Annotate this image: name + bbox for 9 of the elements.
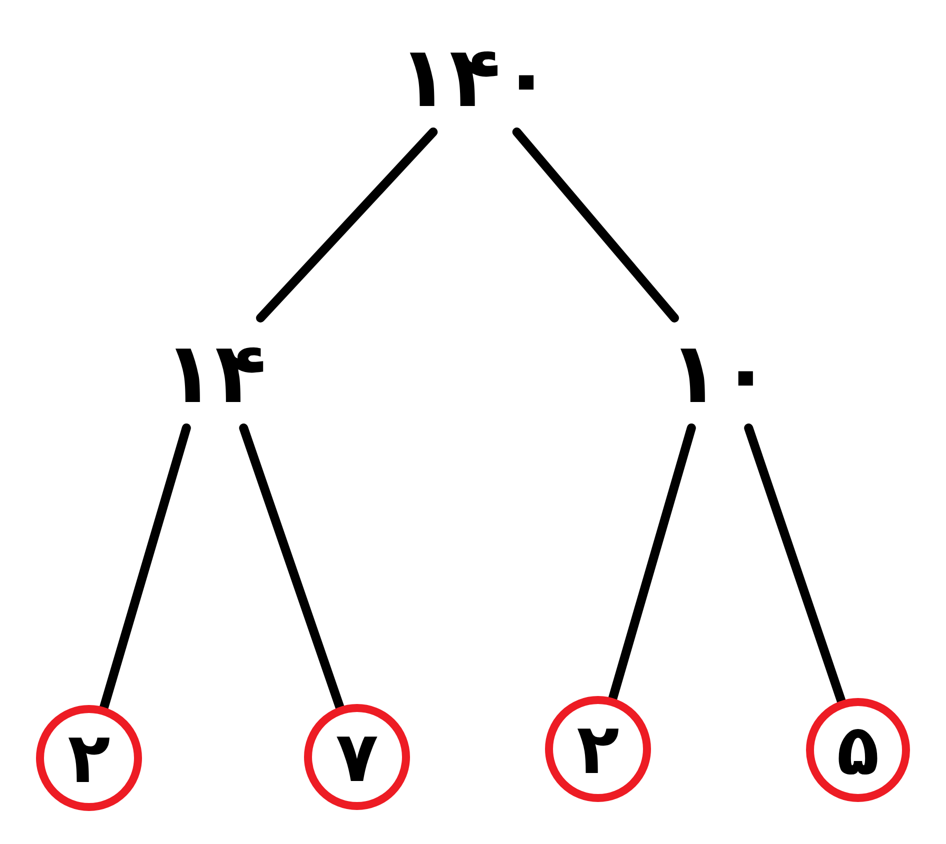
connector-line <box>512 128 679 322</box>
number-text: ۱۴۰ <box>398 35 552 119</box>
number-text: ۷ <box>336 722 378 792</box>
number-text: ۱۰ <box>668 331 772 415</box>
number-text: ۲ <box>68 723 110 793</box>
number-text: ۵ <box>836 715 880 785</box>
number-text: ۱۴ <box>164 331 266 415</box>
connector-line <box>256 128 438 322</box>
number-text: ۲ <box>576 714 620 784</box>
